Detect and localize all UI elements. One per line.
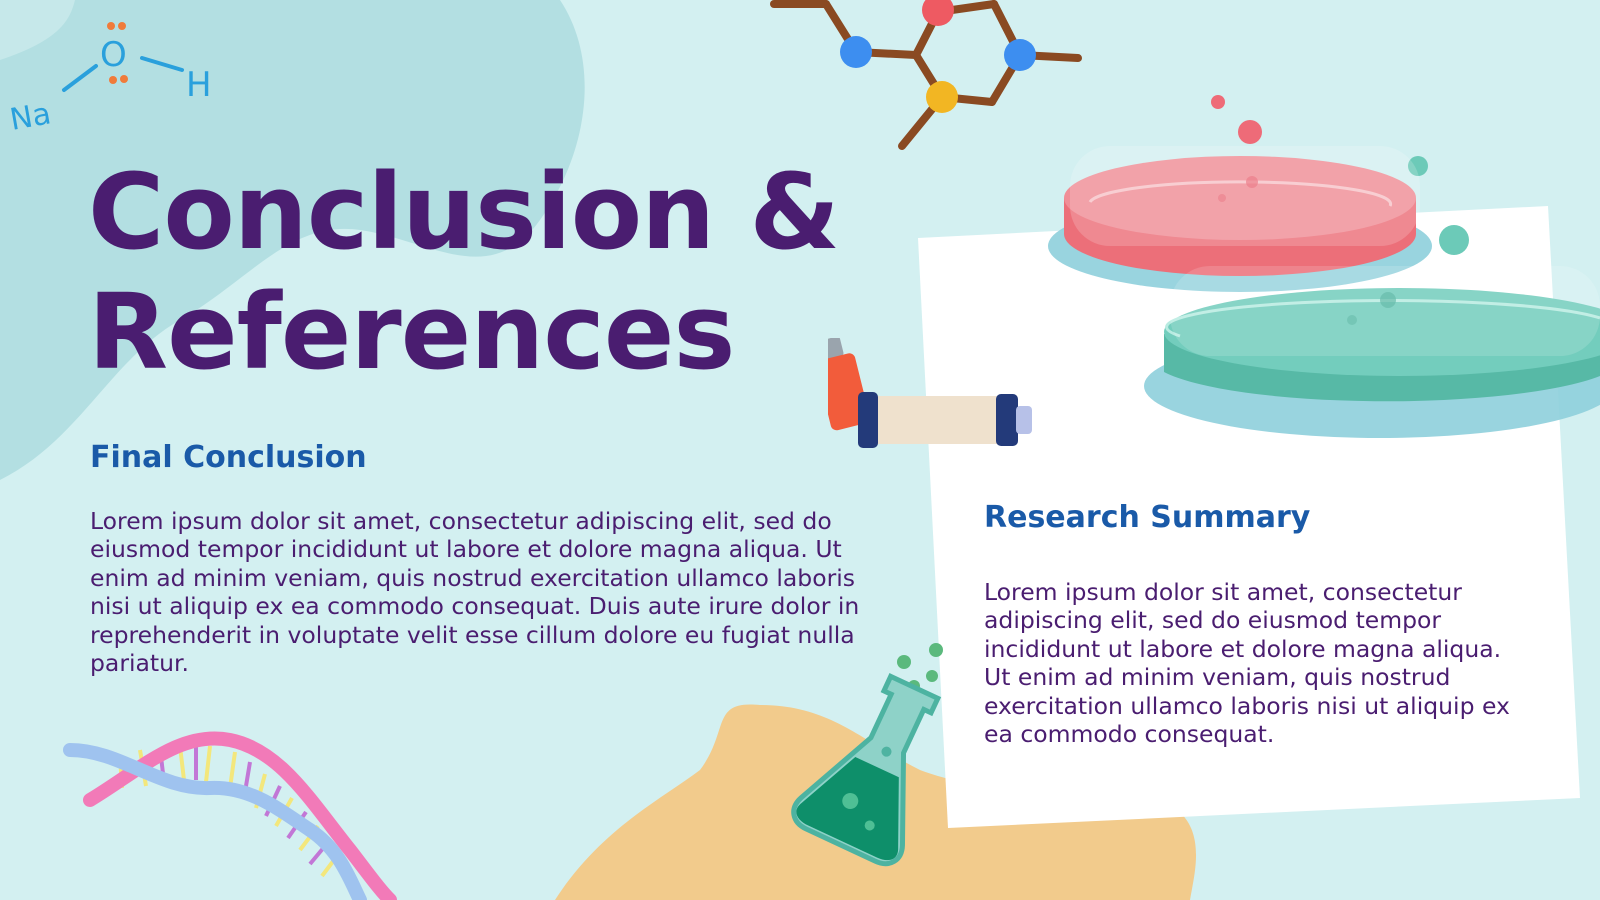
research-summary-text: Lorem ipsum dolor sit amet, consectetur …: [984, 578, 1510, 749]
flask-icon: [791, 643, 943, 867]
petri-dish-icon: [1048, 95, 1600, 438]
molecule-icon: [770, 0, 1082, 150]
dna-icon: [63, 731, 397, 900]
teal-blob-highlight: [0, 0, 75, 60]
page-title: Conclusion & References: [88, 151, 840, 393]
oxygen-label: O: [100, 35, 127, 75]
inhaler-icon: [828, 338, 1032, 448]
hydrogen-label: H: [186, 65, 212, 105]
final-conclusion-heading: Final Conclusion: [90, 440, 367, 475]
research-summary-heading: Research Summary: [984, 500, 1311, 535]
final-conclusion-text: Lorem ipsum dolor sit amet, consectetur …: [90, 507, 860, 678]
naoh-formula-icon: Na O H: [8, 22, 212, 138]
teal-blob-shape: [0, 0, 585, 480]
sodium-label: Na: [8, 96, 54, 138]
